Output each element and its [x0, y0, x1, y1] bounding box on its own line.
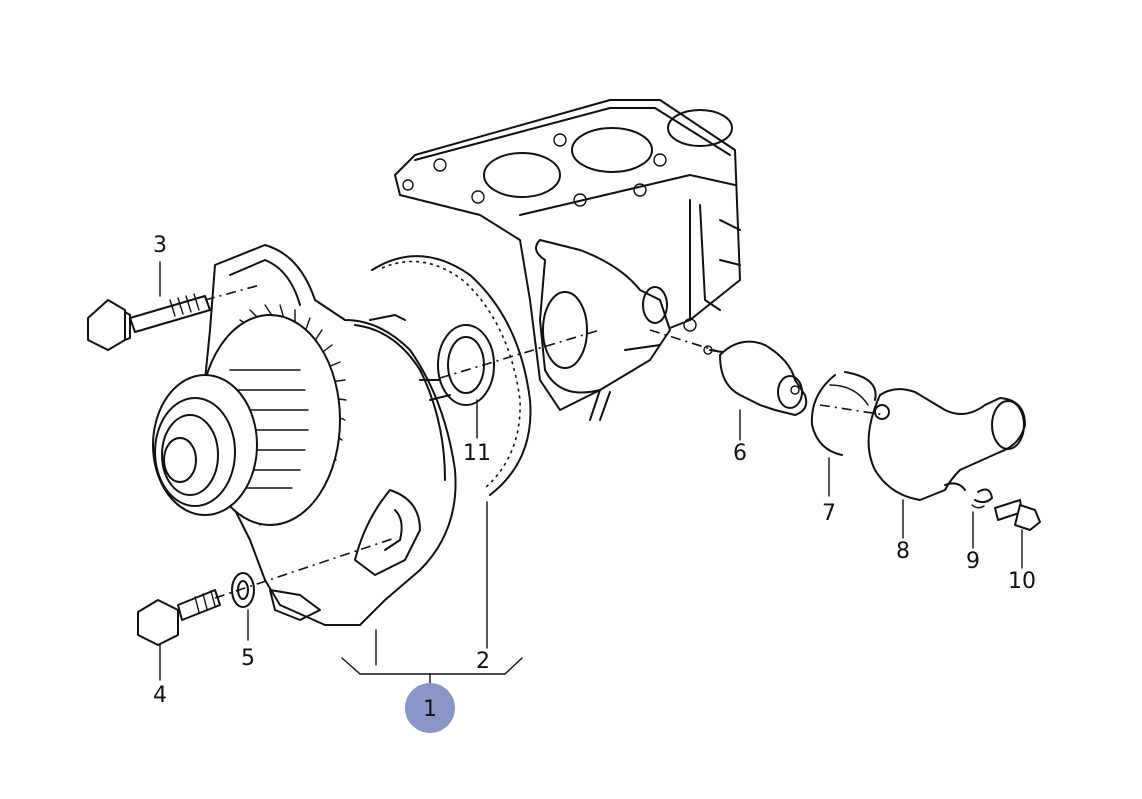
label-4: 4	[153, 683, 167, 708]
thermostat	[703, 340, 808, 416]
assembly-centerlines	[204, 284, 886, 599]
bolt-4	[137, 589, 221, 646]
label-3: 3	[153, 233, 167, 258]
bolt-3	[87, 293, 211, 351]
washer-5	[231, 572, 255, 608]
leader-lines	[159, 261, 1023, 691]
engine-block	[394, 99, 741, 421]
clip-9	[971, 488, 993, 509]
label-9: 9	[966, 549, 980, 574]
label-8: 8	[896, 539, 910, 564]
label-1: 1	[423, 697, 437, 722]
o-ring	[810, 371, 877, 456]
label-7: 7	[822, 501, 836, 526]
label-10: 10	[1008, 569, 1036, 594]
water-pump	[152, 244, 457, 626]
gasket	[371, 255, 532, 496]
label-6: 6	[733, 441, 747, 466]
label-2: 2	[476, 649, 490, 674]
highlight-badge[interactable]	[405, 683, 455, 733]
label-5: 5	[241, 646, 255, 671]
bolt-10	[994, 499, 1041, 531]
coolant-connector	[867, 388, 1026, 501]
label-11: 11	[463, 441, 491, 466]
